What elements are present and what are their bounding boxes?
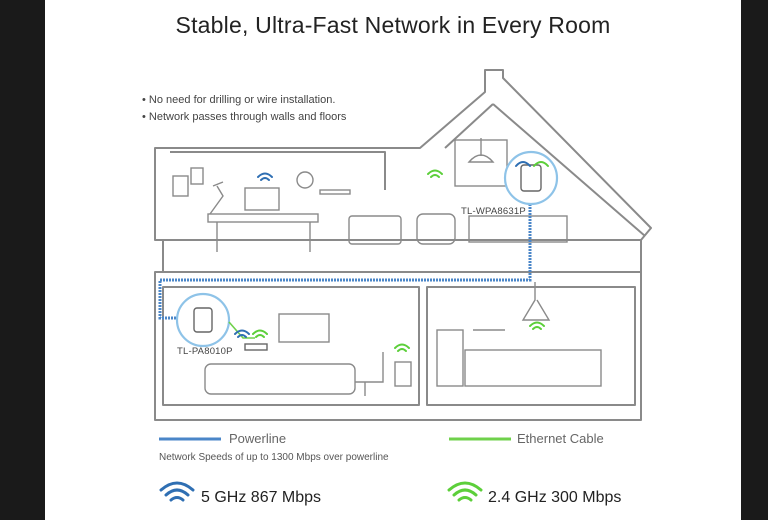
house-outline: [154, 69, 652, 421]
feature-bullets: No need for drilling or wire installatio…: [142, 92, 346, 126]
speeds-note: Network Speeds of up to 1300 Mbps over p…: [159, 452, 389, 463]
bullet-item: Network passes through walls and floors: [142, 109, 346, 126]
shelf: [319, 189, 351, 195]
monitor: [244, 187, 280, 211]
desk-lamp: [209, 181, 224, 215]
pendant-lamp: [467, 138, 495, 163]
wifi-green-icon: [427, 169, 443, 178]
kitchen-frame: [426, 286, 636, 406]
bullet-item: No need for drilling or wire installatio…: [142, 92, 346, 109]
tv: [278, 313, 330, 343]
wifi-green-icon: [533, 161, 549, 167]
wifi-blue-icon: [515, 161, 531, 167]
wifi-blue-icon: [257, 172, 273, 181]
chair: [355, 352, 384, 396]
wifi-5ghz-icon: [159, 481, 195, 502]
bed: [468, 215, 568, 243]
adapter-downstairs: [175, 292, 231, 348]
roof-inner-2: [492, 103, 646, 237]
wifi-green-icon: [252, 329, 268, 338]
wifi-green-icon: [394, 343, 410, 352]
side-table: [394, 361, 412, 387]
upstairs-device-label: TL-WPA8631P: [461, 206, 526, 217]
extender-upstairs: [503, 150, 559, 206]
legend-ethernet-label: Ethernet Cable: [517, 431, 604, 446]
sofa: [204, 363, 356, 395]
living-room-frame: [162, 286, 420, 406]
range-hood: [521, 282, 551, 321]
armchair: [416, 213, 456, 245]
wifi-green-icon: [529, 321, 545, 330]
band-5ghz-label: 5 GHz 867 Mbps: [201, 489, 322, 506]
infographic-panel: Stable, Ultra-Fast Network in Every Room…: [45, 0, 741, 520]
powerline-cable: [158, 195, 532, 320]
upper-room-wall: [170, 151, 386, 155]
hanging-frame: [454, 139, 508, 187]
wall-clock: [296, 171, 314, 189]
band-24ghz-label: 2.4 GHz 300 Mbps: [488, 489, 622, 506]
page-title: Stable, Ultra-Fast Network in Every Room: [175, 12, 611, 38]
kitchen-counter: [464, 349, 602, 387]
wall-frame-1: [172, 175, 189, 197]
legend-powerline-label: Powerline: [229, 431, 287, 446]
wifi-blue-icon: [234, 329, 250, 338]
house-illustration: [154, 69, 652, 502]
ethernet-cable: [228, 321, 255, 339]
wifi-24ghz-icon: [447, 481, 483, 502]
router: [244, 343, 268, 351]
downstairs-device-label: TL-PA8010P: [177, 346, 233, 357]
radiator: [348, 215, 402, 245]
fridge: [436, 329, 464, 387]
wall-frame-2: [190, 167, 204, 185]
desk: [207, 213, 319, 223]
roof-inner: [444, 103, 494, 149]
